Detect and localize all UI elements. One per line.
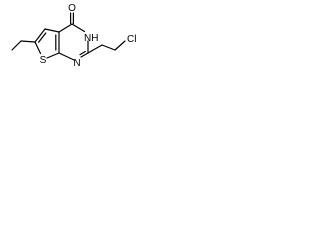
bond-c4a-c3 [44,28,60,33]
oxygen-label: O [68,3,76,14]
bond-chloroethyl-3 [114,40,126,51]
nh-label: NH [84,33,98,44]
bond-c3-c2-double [37,32,47,43]
bond-s-c7a [46,52,60,59]
bond-c4-n3 [71,23,86,33]
sulfur-label: S [40,55,47,66]
bond-c2-n1-double [79,50,86,56]
bond-c2-s [34,41,42,55]
bond-ethyl-1 [20,40,36,43]
chemical-structure-diagram: O NH N S Cl [11,3,136,69]
ring-n-label: N [73,58,80,69]
bond-chloroethyl-1 [87,44,103,54]
bond-c3-c2 [34,28,46,43]
bond-chloroethyl-2 [101,44,116,51]
bond-ethyl-2 [11,40,22,51]
bond-c4a-c4 [58,23,73,33]
bond-c2-n1 [80,52,89,58]
bond-n1-c7a [58,52,75,61]
chlorine-label: Cl [127,34,136,45]
